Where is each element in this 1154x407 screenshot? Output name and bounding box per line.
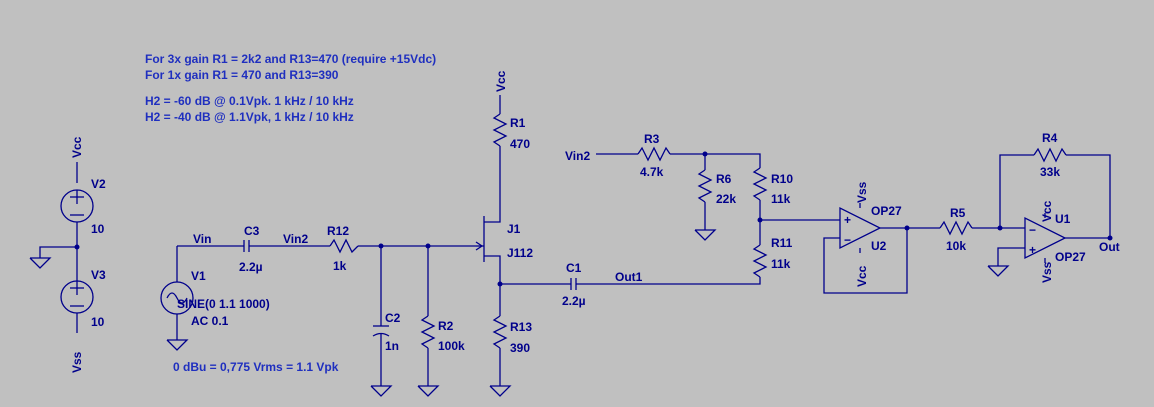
out-net-label: Out bbox=[1099, 240, 1120, 254]
r11-resistor[interactable] bbox=[752, 244, 768, 278]
r5-resistor[interactable] bbox=[939, 220, 973, 236]
c2-value: 1n bbox=[385, 339, 399, 353]
u2-name: U2 bbox=[871, 239, 887, 253]
out1-net-label: Out1 bbox=[615, 270, 643, 284]
ground-symbol bbox=[29, 257, 52, 269]
u2-plus: + bbox=[844, 213, 851, 227]
r2-resistor[interactable] bbox=[420, 315, 436, 349]
ground-symbol bbox=[417, 385, 440, 397]
u2-vcc-label: Vcc bbox=[855, 265, 869, 287]
v2-name: V2 bbox=[91, 177, 106, 191]
u2-vss-label: Vss bbox=[855, 181, 869, 203]
r12-name: R12 bbox=[327, 224, 349, 238]
r5-name: R5 bbox=[950, 206, 966, 220]
u2-minus: − bbox=[844, 233, 851, 247]
r6-name: R6 bbox=[716, 172, 732, 186]
r11-value: 11k bbox=[771, 257, 791, 271]
r6-resistor[interactable] bbox=[697, 169, 713, 203]
c3-capacitor[interactable] bbox=[243, 240, 250, 252]
note-h2-high: H2 = -40 dB @ 1.1Vpk, 1 kHz / 10 kHz bbox=[145, 110, 354, 124]
r3-name: R3 bbox=[644, 132, 660, 146]
v1-name: V1 bbox=[191, 269, 206, 283]
v3-net-label: Vss bbox=[70, 351, 84, 373]
ground-symbol bbox=[987, 265, 1010, 277]
j1-jfet[interactable] bbox=[475, 146, 501, 316]
c1-value: 2.2µ bbox=[562, 294, 586, 308]
c3-value: 2.2µ bbox=[239, 260, 263, 274]
r2-value: 100k bbox=[438, 339, 465, 353]
r11-name: R11 bbox=[771, 236, 793, 250]
u1-opamp[interactable] bbox=[1024, 216, 1067, 260]
r4-resistor[interactable] bbox=[1033, 147, 1067, 163]
r10-resistor[interactable] bbox=[752, 167, 768, 201]
u1-value: OP27 bbox=[1055, 250, 1086, 264]
r1-vcc-label: Vcc bbox=[494, 70, 508, 92]
r3-value: 4.7k bbox=[640, 165, 664, 179]
v2-value: 10 bbox=[91, 222, 105, 236]
r1-name: R1 bbox=[510, 116, 526, 130]
ground-symbol bbox=[166, 339, 189, 351]
r1-value: 470 bbox=[510, 137, 530, 151]
j1-name: J1 bbox=[507, 222, 521, 236]
ground-symbol bbox=[489, 385, 512, 397]
vin2-net-label: Vin2 bbox=[283, 232, 308, 246]
input-source bbox=[160, 245, 244, 351]
u1-vss-label: Vss bbox=[1040, 261, 1054, 283]
r4-value: 33k bbox=[1040, 165, 1060, 179]
u2-value: OP27 bbox=[871, 204, 902, 218]
r13-name: R13 bbox=[510, 320, 532, 334]
note-gain-1x: For 1x gain R1 = 470 and R13=390 bbox=[145, 68, 339, 82]
u1-vcc-label: Vcc bbox=[1040, 200, 1054, 222]
v1-value: SINE(0 1.1 1000) bbox=[177, 297, 270, 311]
r13-resistor[interactable] bbox=[492, 315, 508, 349]
j1-value: J112 bbox=[507, 246, 533, 260]
v2-net-label: Vcc bbox=[70, 136, 84, 158]
r6-value: 22k bbox=[716, 192, 736, 206]
r13-value: 390 bbox=[510, 341, 530, 355]
note-gain-3x: For 3x gain R1 = 2k2 and R13=470 (requir… bbox=[145, 52, 436, 66]
r5-value: 10k bbox=[946, 239, 966, 253]
vin2-right-label: Vin2 bbox=[565, 149, 590, 163]
r1-resistor[interactable] bbox=[492, 113, 508, 147]
r10-value: 11k bbox=[771, 192, 791, 206]
u1-plus: + bbox=[1029, 243, 1036, 257]
note-dbu: 0 dBu = 0,775 Vrms = 1.1 Vpk bbox=[173, 360, 339, 374]
u2-opamp[interactable] bbox=[839, 206, 882, 250]
supply-section bbox=[29, 162, 94, 333]
c3-name: C3 bbox=[244, 224, 260, 238]
r3-resistor[interactable] bbox=[637, 146, 671, 162]
r12-resistor[interactable] bbox=[329, 238, 359, 254]
c1-name: C1 bbox=[566, 261, 582, 275]
c2-name: C2 bbox=[385, 311, 401, 325]
r12-value: 1k bbox=[333, 259, 347, 273]
ground-symbol bbox=[694, 229, 717, 241]
v1-ac: AC 0.1 bbox=[191, 314, 229, 328]
v3-name: V3 bbox=[91, 268, 106, 282]
r10-name: R10 bbox=[771, 172, 793, 186]
v3-value: 10 bbox=[91, 315, 105, 329]
note-h2-low: H2 = -60 dB @ 0.1Vpk. 1 kHz / 10 kHz bbox=[145, 94, 354, 108]
u1-minus: − bbox=[1029, 223, 1036, 237]
u1-name: U1 bbox=[1055, 212, 1071, 226]
vin-net-label: Vin bbox=[193, 232, 211, 246]
r4-name: R4 bbox=[1042, 131, 1058, 145]
c2-capacitor[interactable] bbox=[370, 246, 393, 397]
r2-name: R2 bbox=[438, 319, 454, 333]
